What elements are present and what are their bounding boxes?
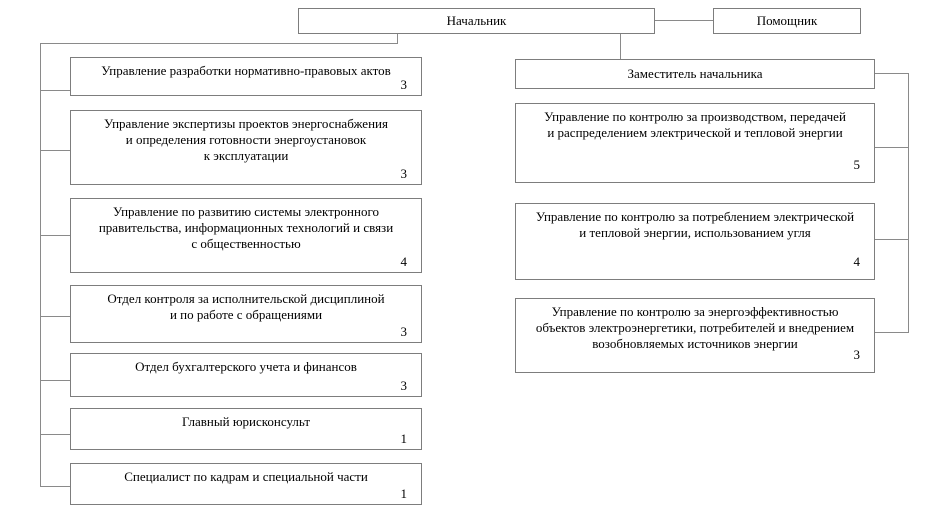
staff-count-right-3: 3 (853, 347, 861, 362)
connector-chief-left-drop (397, 34, 398, 44)
org-box-left-unit-3: Управление по развитию системы электронн… (70, 198, 422, 273)
org-box-right-unit-2: Управление по контролю за потреблением э… (515, 203, 875, 280)
org-box-deputy-label: Заместитель начальника (627, 66, 763, 81)
org-box-left-unit-5-label: Отдел бухгалтерского учета и финансов (135, 359, 357, 374)
org-box-assistant: Помощник (713, 8, 861, 34)
org-box-right-unit-3: Управление по контролю за энергоэффектив… (515, 298, 875, 373)
connector-chief-left-horizontal (40, 43, 398, 44)
right-stub-deputy (875, 73, 909, 74)
staff-count-left-7: 1 (400, 486, 408, 501)
org-box-left-unit-5: Отдел бухгалтерского учета и финансов 3 (70, 353, 422, 397)
org-box-left-unit-4: Отдел контроля за исполнительской дисцип… (70, 285, 422, 343)
org-box-left-unit-2: Управление экспертизы проектов энергосна… (70, 110, 422, 185)
org-box-assistant-label: Помощник (756, 13, 818, 28)
connector-chief-assistant (655, 20, 713, 21)
org-box-left-unit-6: Главный юрисконсульт 1 (70, 408, 422, 450)
left-stub-4 (40, 316, 71, 317)
left-stub-7 (40, 486, 71, 487)
org-box-right-unit-2-label: Управление по контролю за потреблением э… (535, 209, 855, 240)
org-box-left-unit-4-label: Отдел контроля за исполнительской дисцип… (107, 291, 385, 322)
org-box-right-unit-1: Управление по контролю за производством,… (515, 103, 875, 183)
left-stub-6 (40, 434, 71, 435)
staff-count-left-6: 1 (400, 431, 408, 446)
staff-count-left-2: 3 (400, 166, 408, 181)
org-box-right-unit-1-label: Управление по контролю за производством,… (544, 109, 846, 140)
staff-count-left-4: 3 (400, 324, 408, 339)
connector-chief-deputy (620, 34, 621, 59)
left-spine (40, 43, 41, 487)
left-stub-1 (40, 90, 71, 91)
staff-count-right-2: 4 (853, 254, 861, 269)
left-stub-3 (40, 235, 71, 236)
org-box-left-unit-1-label: Управление разработки нормативно-правовы… (101, 63, 391, 78)
org-box-deputy: Заместитель начальника (515, 59, 875, 89)
org-box-left-unit-7-label: Специалист по кадрам и специальной части (124, 469, 368, 484)
staff-count-left-1: 3 (400, 77, 408, 92)
left-stub-5 (40, 380, 71, 381)
staff-count-left-5: 3 (400, 378, 408, 393)
staff-count-left-3: 4 (400, 254, 408, 269)
right-stub-3 (875, 332, 909, 333)
org-box-left-unit-7: Специалист по кадрам и специальной части… (70, 463, 422, 505)
org-box-chief: Начальник (298, 8, 655, 34)
org-box-left-unit-2-label: Управление экспертизы проектов энергосна… (104, 116, 388, 163)
right-stub-2 (875, 239, 909, 240)
org-box-left-unit-6-label: Главный юрисконсульт (181, 414, 310, 429)
org-box-left-unit-3-label: Управление по развитию системы электронн… (98, 204, 394, 251)
right-spine (908, 73, 909, 333)
right-stub-1 (875, 147, 909, 148)
org-box-chief-label: Начальник (446, 13, 507, 28)
staff-count-right-1: 5 (853, 157, 861, 172)
org-box-left-unit-1: Управление разработки нормативно-правовы… (70, 57, 422, 96)
org-box-right-unit-3-label: Управление по контролю за энергоэффектив… (535, 304, 855, 351)
left-stub-2 (40, 150, 71, 151)
